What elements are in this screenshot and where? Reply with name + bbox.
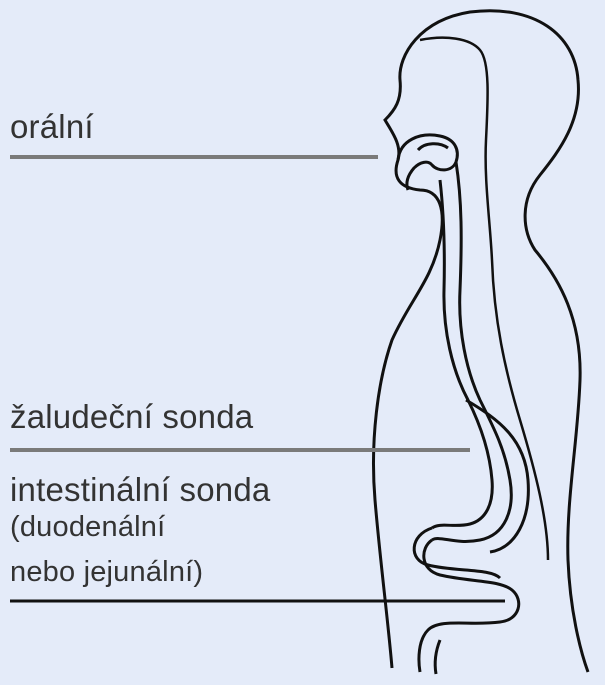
intestine-loop	[419, 540, 519, 672]
label-intestinal-tube: intestinální sonda	[10, 473, 270, 506]
stomach	[466, 400, 528, 552]
label-gastric-tube: žaludeční sonda	[10, 400, 253, 433]
label-intestinal-detail-1: (duodenální	[10, 513, 165, 542]
label-intestinal-detail-2: nebo jejunální)	[10, 558, 203, 587]
intestine-lower	[435, 640, 440, 674]
label-oral: orální	[10, 110, 94, 143]
intestine-loop-inner	[414, 528, 500, 578]
tongue	[418, 144, 448, 150]
